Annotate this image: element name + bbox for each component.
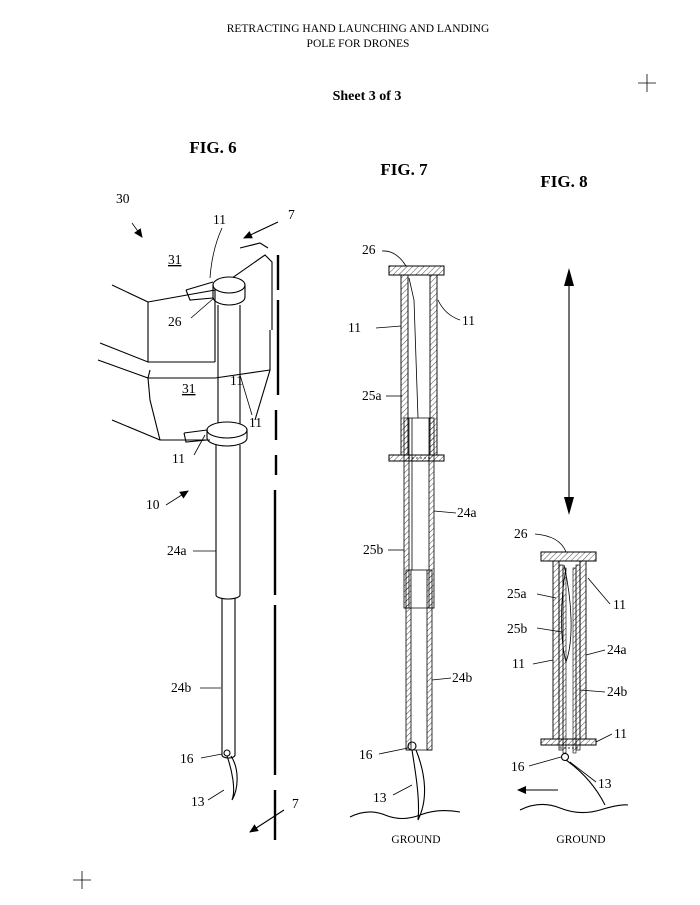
arrow-icon (250, 810, 284, 832)
ref-24a: 24a (167, 543, 187, 558)
ref-16: 16 (511, 759, 525, 774)
ref-31: 31 (182, 381, 196, 396)
arrow-icon (244, 222, 278, 238)
ref-26: 26 (168, 314, 182, 329)
ref-11: 11 (230, 373, 243, 388)
ref-11: 11 (462, 313, 475, 328)
ref-25a: 25a (507, 586, 527, 601)
ref-31: 31 (168, 252, 182, 267)
ref-24b: 24b (607, 684, 628, 699)
document-title-line1: RETRACTING HAND LAUNCHING AND LANDING (227, 23, 490, 35)
ref-13: 13 (373, 790, 387, 805)
section-line-7-7 (244, 222, 284, 840)
sheet-number: Sheet 3 of 3 (333, 89, 402, 104)
crosshair-icon (638, 74, 656, 92)
ref-30: 30 (116, 191, 130, 206)
ref-26: 26 (362, 242, 376, 257)
figure-6-title: FIG. 6 (189, 138, 236, 157)
ref-24a: 24a (607, 642, 627, 657)
ref-24b: 24b (171, 680, 192, 695)
ref-11: 11 (348, 320, 361, 335)
ref-13: 13 (598, 776, 612, 791)
ref-24b: 24b (452, 670, 473, 685)
ground-label: GROUND (391, 834, 440, 846)
ref-11: 11 (213, 212, 226, 227)
figure-8: FIG. 8 (507, 172, 628, 846)
arrow-icon (564, 268, 574, 515)
ref-11: 11 (613, 597, 626, 612)
ref-16: 16 (359, 747, 373, 762)
ref-25b: 25b (363, 542, 384, 557)
ref-16: 16 (180, 751, 194, 766)
ground-label: GROUND (556, 834, 605, 846)
pole-cross-section-retracted (518, 552, 628, 813)
figure-7-title: FIG. 7 (380, 160, 428, 179)
ref-11: 11 (512, 656, 525, 671)
ref-25a: 25a (362, 388, 382, 403)
ref-24a: 24a (457, 505, 477, 520)
ref-7: 7 (288, 207, 295, 222)
ref-26: 26 (514, 526, 528, 541)
ref-11: 11 (172, 451, 185, 466)
ref-11: 11 (249, 415, 262, 430)
crosshair-icon (73, 871, 91, 889)
ref-10: 10 (146, 497, 160, 512)
ref-13: 13 (191, 794, 205, 809)
drone-body-drawing (98, 243, 272, 440)
ref-25b: 25b (507, 621, 528, 636)
figure-6: FIG. 6 (98, 138, 299, 840)
document-title-line2: POLE FOR DRONES (307, 38, 410, 50)
ref-7: 7 (292, 796, 299, 811)
leader-lines-fig7 (376, 251, 460, 795)
ref-11: 11 (614, 726, 627, 741)
figure-7: FIG. 7 (348, 160, 477, 846)
figure-8-title: FIG. 8 (540, 172, 587, 191)
